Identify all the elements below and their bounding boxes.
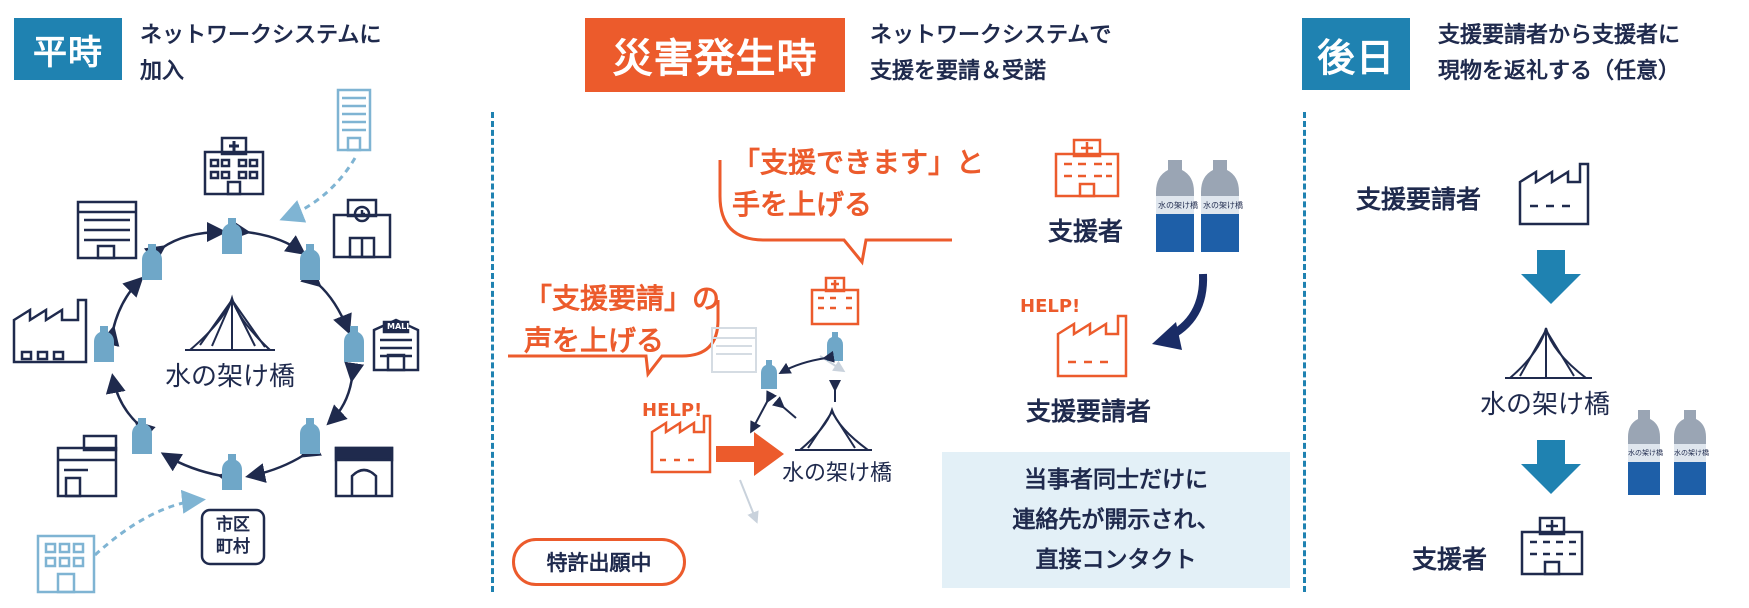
patent-pending-badge: 特許出願中 bbox=[512, 538, 686, 586]
later-supporter-label: 支援者 bbox=[1412, 545, 1488, 574]
city-hall-label: 市区 町村 bbox=[216, 515, 250, 557]
later-logo-text: 水の架け橋 bbox=[1480, 390, 1611, 420]
disaster-help-small: HELP! bbox=[642, 400, 703, 421]
disaster-help-right: HELP! bbox=[1020, 296, 1081, 317]
divider-right bbox=[1303, 112, 1306, 592]
disaster-description: ネットワークシステムで 支援を要請＆受諾 bbox=[870, 23, 1112, 84]
later-requester-label: 支援要請者 bbox=[1356, 185, 1482, 214]
divider-left bbox=[491, 112, 494, 592]
disclosure-note: 当事者同士だけに 連絡先が開示され、 直接コンタクト bbox=[942, 452, 1290, 588]
normal-badge: 平時 bbox=[14, 18, 122, 80]
bottle-label-2: 水の架け橋 bbox=[1203, 201, 1243, 210]
later-badge: 後日 bbox=[1302, 18, 1410, 90]
bubble-request-text: 「支援要請」の 声を上げる bbox=[524, 282, 721, 357]
mall-label: MALL bbox=[387, 322, 412, 331]
bottle-label-1: 水の架け橋 bbox=[1158, 201, 1198, 210]
bubble-offer-text: 「支援できます」と 手を上げる bbox=[732, 146, 985, 221]
later-bottle-label-2: 水の架け橋 bbox=[1674, 449, 1709, 457]
disaster-logo-text: 水の架け橋 bbox=[782, 461, 893, 486]
disaster-requester-label: 支援要請者 bbox=[1026, 397, 1152, 426]
normal-logo-text: 水の架け橋 bbox=[165, 362, 296, 392]
disaster-badge: 災害発生時 bbox=[585, 18, 845, 92]
later-bottle-label-1: 水の架け橋 bbox=[1628, 449, 1663, 457]
later-description: 支援要請者から支援者に 現物を返礼する（任意） bbox=[1438, 23, 1681, 84]
normal-description: ネットワークシステムに 加入 bbox=[140, 23, 382, 84]
disaster-supporter-label: 支援者 bbox=[1048, 217, 1124, 246]
